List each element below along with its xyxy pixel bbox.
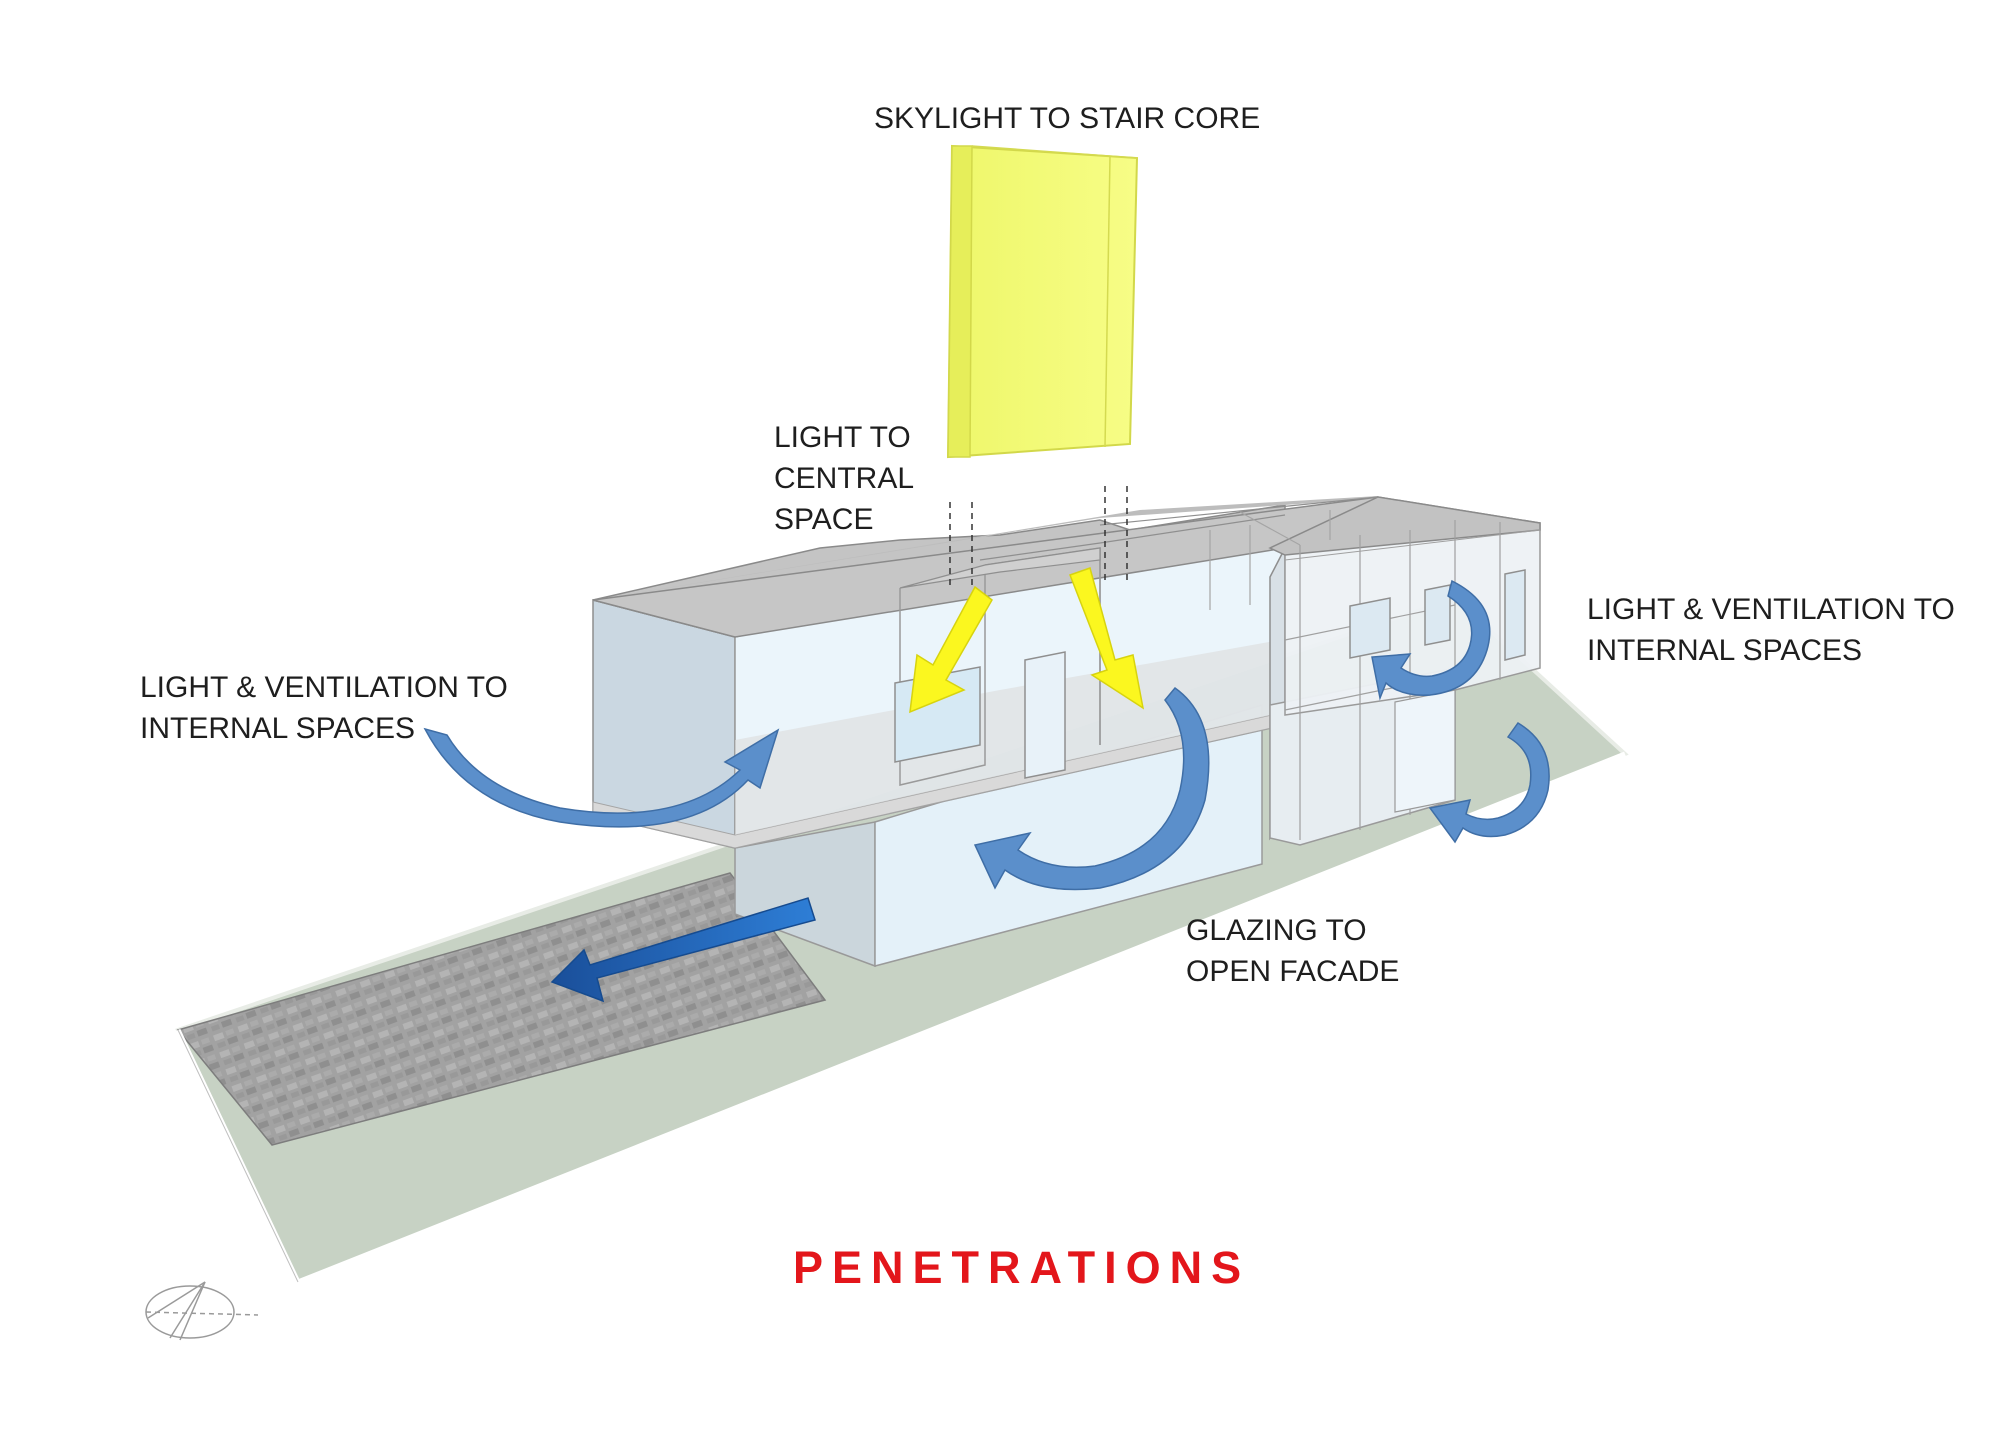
skylight-label: SKYLIGHT TO STAIR CORE bbox=[874, 102, 1261, 135]
ventilation-right-label-line-2: INTERNAL SPACES bbox=[1587, 634, 1863, 667]
light-arrow-right bbox=[1069, 567, 1145, 710]
ventilation-left-label-line-2: INTERNAL SPACES bbox=[140, 712, 416, 745]
light-arrow-left bbox=[909, 585, 993, 714]
interior-floor bbox=[735, 640, 1285, 835]
airflow-arrows bbox=[423, 579, 1550, 891]
ventilation-arrow-left bbox=[423, 727, 780, 828]
ventilation-arrow-right-lower bbox=[1428, 722, 1550, 844]
exit-arrow bbox=[550, 897, 816, 1003]
street-paving bbox=[176, 872, 827, 1146]
interior-door-left bbox=[1024, 651, 1066, 779]
north-arrow-icon bbox=[145, 1281, 259, 1341]
skylight-side-face bbox=[947, 145, 973, 458]
ventilation-arrow-central bbox=[973, 686, 1210, 891]
central-space-label-line-1: LIGHT TO bbox=[774, 421, 911, 454]
rear-window-3 bbox=[1504, 569, 1526, 661]
ventilation-right-label-line-1: LIGHT & VENTILATION TO bbox=[1587, 593, 1955, 626]
rear-lower-glazing bbox=[1394, 689, 1456, 813]
skylight-volume bbox=[946, 144, 1139, 590]
glazing-label-line-1: GLAZING TO bbox=[1186, 914, 1367, 947]
glazing-label-line-2: OPEN FACADE bbox=[1186, 955, 1400, 988]
rear-window-2 bbox=[1424, 584, 1451, 646]
diagram-title: PENETRATIONS bbox=[793, 1242, 1251, 1293]
ventilation-left-label-line-1: LIGHT & VENTILATION TO bbox=[140, 671, 508, 704]
central-space-label-line-3: SPACE bbox=[774, 503, 874, 536]
roof-light-well bbox=[899, 547, 1101, 589]
central-space-label-line-2: CENTRAL bbox=[774, 462, 915, 495]
light-arrows bbox=[909, 567, 1145, 714]
rear-block-roof bbox=[1268, 496, 1541, 556]
building-massing bbox=[592, 496, 1541, 968]
ventilation-arrow-right-upper bbox=[1371, 579, 1491, 701]
rear-window-1 bbox=[1349, 597, 1391, 659]
